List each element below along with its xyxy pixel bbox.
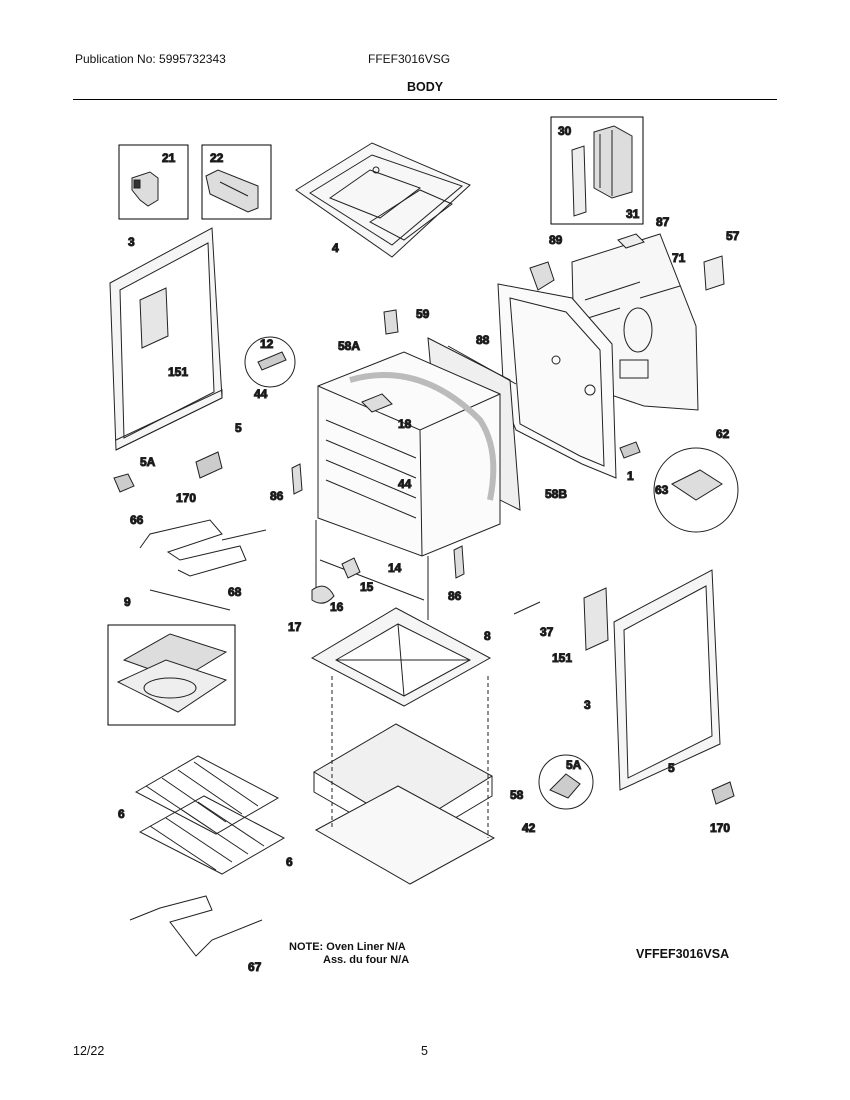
part-59-knob [383, 309, 399, 335]
part-5a-detail-right [538, 754, 594, 810]
part-15-socket [341, 557, 361, 579]
part-37-wire [513, 601, 541, 615]
part-3-left-side-panel [109, 227, 223, 451]
part-170-bracket-left [195, 451, 223, 479]
label-31: 31 [626, 207, 640, 221]
diagram-code: VFFEF3016VSA [636, 947, 730, 961]
alignment-lines [331, 676, 489, 838]
label-170b: 170 [710, 821, 730, 835]
label-14: 14 [388, 561, 402, 575]
part-12-detail [244, 336, 296, 388]
note-line-1: NOTE: Oven Liner N/A [289, 941, 406, 953]
label-58a: 58A [338, 339, 360, 353]
header-rule [73, 99, 777, 100]
part-5a-leveler-left [113, 473, 135, 493]
label-89: 89 [549, 233, 563, 247]
label-44b: 44 [398, 477, 412, 491]
part-89-clip [529, 261, 555, 291]
footer-date: 12/22 [73, 1044, 105, 1058]
label-151a: 151 [168, 365, 188, 379]
publication-number: Publication No: 5995732343 [75, 52, 226, 66]
part-1-rear-frame [497, 283, 617, 479]
note-line-2: Ass. du four N/A [323, 954, 410, 966]
label-3b: 3 [584, 698, 591, 712]
label-71: 71 [672, 251, 686, 265]
part-62-63-detail [619, 441, 739, 533]
label-67: 67 [248, 960, 262, 974]
label-63: 63 [655, 483, 669, 497]
part-66-bake-element [139, 519, 267, 611]
part-86-hinge-right [453, 545, 465, 579]
label-5a-right: 5A [566, 758, 582, 772]
part-16-lens [311, 585, 335, 604]
label-57: 57 [726, 229, 740, 243]
label-44a: 44 [254, 387, 268, 401]
part-86-hinge-left [291, 463, 303, 495]
part-8-drawer-tray [310, 607, 492, 707]
label-12: 12 [260, 337, 274, 351]
label-5b: 5 [668, 761, 675, 775]
part-67-broil-element [129, 895, 263, 957]
label-170a: 170 [176, 491, 196, 505]
part-30-31-box [550, 116, 644, 225]
part-4-top-frame [295, 142, 471, 258]
page-number: 5 [421, 1044, 428, 1058]
label-5a-small: 5 [235, 421, 242, 435]
label-9: 9 [124, 595, 131, 609]
label-62: 62 [716, 427, 730, 441]
part-87-bracket [617, 233, 645, 249]
label-37: 37 [540, 625, 554, 639]
part-58a-oven-cavity [317, 351, 501, 557]
part-170-bracket-right [711, 781, 735, 805]
part-22-box [201, 144, 272, 220]
label-151b: 151 [552, 651, 572, 665]
label-6a: 6 [118, 807, 125, 821]
model-number: FFEF3016VSG [368, 52, 451, 66]
label-87: 87 [656, 215, 670, 229]
label-4: 4 [332, 241, 339, 255]
part-6-oven-racks [134, 755, 286, 875]
label-17: 17 [288, 620, 302, 634]
label-21: 21 [162, 151, 176, 165]
label-22: 22 [210, 151, 224, 165]
label-1: 1 [627, 469, 634, 483]
label-59: 59 [416, 307, 430, 321]
label-6b: 6 [286, 855, 293, 869]
part-151-bracket-right [583, 587, 609, 651]
label-18: 18 [398, 417, 412, 431]
label-66: 66 [130, 513, 144, 527]
label-8: 8 [484, 629, 491, 643]
part-42-drawer-bottom [314, 785, 496, 885]
label-15: 15 [360, 580, 374, 594]
label-30: 30 [558, 124, 572, 138]
label-58: 58 [510, 788, 524, 802]
label-88: 88 [476, 333, 490, 347]
label-42: 42 [522, 821, 536, 835]
label-86b: 86 [448, 589, 462, 603]
section-title: BODY [406, 80, 444, 94]
label-68: 68 [228, 585, 242, 599]
part-57-vent-cover [703, 255, 725, 291]
oven-base-frame [315, 520, 429, 620]
label-58b: 58B [545, 487, 567, 501]
part-21-box [118, 144, 189, 220]
part-3-right-side-panel [613, 569, 721, 791]
part-9-broiler-pan-box [107, 624, 236, 726]
label-16: 16 [330, 600, 344, 614]
label-86a: 86 [270, 489, 284, 503]
label-5a-left: 5A [140, 455, 156, 469]
label-3a: 3 [128, 235, 135, 249]
